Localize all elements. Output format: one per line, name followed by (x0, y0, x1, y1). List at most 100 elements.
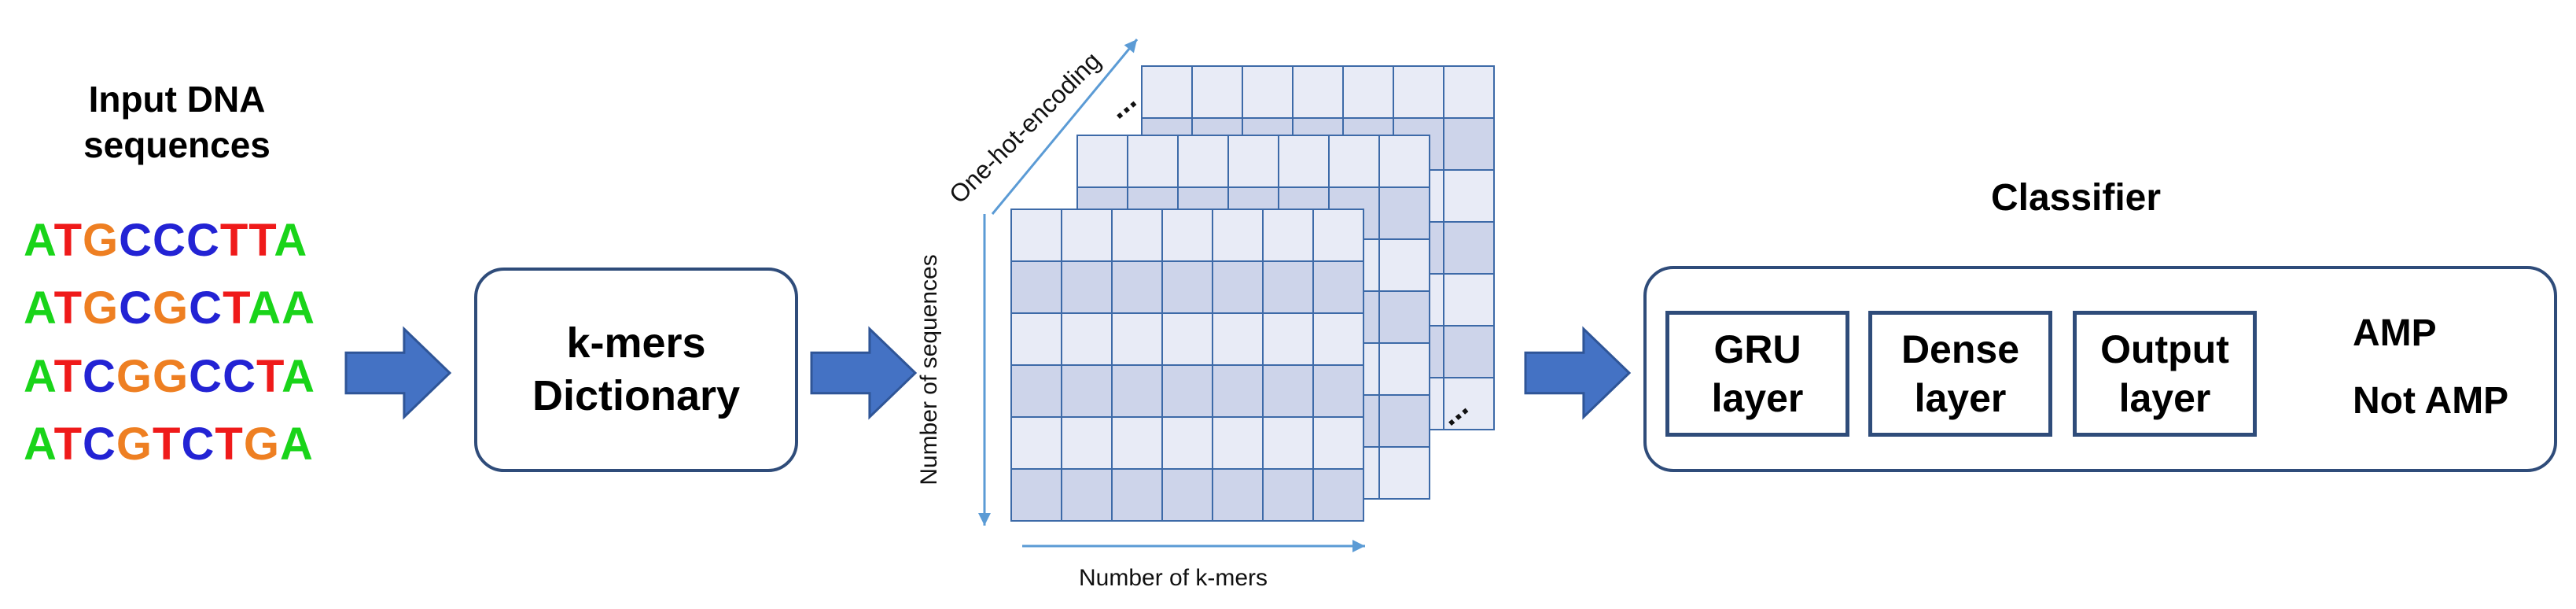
matrix-cell (1312, 364, 1364, 418)
matrix-cell (1242, 65, 1294, 119)
matrix-cell (1443, 377, 1495, 430)
base-A: A (24, 419, 54, 470)
base-C: C (186, 215, 220, 266)
base-G: G (116, 419, 153, 470)
matrix-cell (1212, 312, 1264, 366)
matrix-cell (1212, 260, 1264, 314)
base-G: G (243, 419, 280, 470)
depth-axis-arrow (991, 39, 1139, 215)
matrix-cell (1212, 416, 1264, 470)
matrix-cell (1312, 468, 1364, 522)
matrix-cell (1262, 312, 1314, 366)
base-C: C (119, 215, 153, 266)
matrix-layer-1 (1010, 209, 1364, 522)
base-G: G (153, 282, 190, 334)
sequence-2: ATGCGCTAA (24, 282, 315, 334)
matrix-cell (1312, 416, 1364, 470)
matrix-cell (1061, 416, 1113, 470)
matrix-cell (1010, 416, 1062, 470)
matrix-cell (1278, 135, 1330, 188)
base-G: G (153, 351, 190, 402)
matrix-cell (1212, 209, 1264, 262)
matrix-cell (1342, 65, 1394, 119)
matrix-cell (1076, 135, 1128, 188)
output-layer-box: Output layer (2073, 311, 2257, 437)
base-C: C (181, 419, 215, 470)
base-A: A (248, 282, 282, 334)
matrix-cell (1378, 238, 1430, 292)
base-C: C (119, 282, 153, 334)
sequence-1: ATGCCCTTA (24, 214, 307, 267)
output-line1: Output (2100, 327, 2229, 371)
matrix-cell (1161, 364, 1213, 418)
matrix-cell (1328, 135, 1380, 188)
base-G: G (116, 351, 153, 402)
base-A: A (274, 215, 308, 266)
number-of-sequences-label: Number of sequences (916, 254, 942, 485)
matrix-cell (1010, 312, 1062, 366)
matrix-cell (1061, 468, 1113, 522)
matrix-cell (1161, 312, 1213, 366)
matrix-cell (1061, 260, 1113, 314)
base-C: C (83, 351, 116, 402)
base-T: T (256, 351, 282, 402)
matrix-cell (1443, 325, 1495, 378)
classifier-title: Classifier (1990, 177, 2162, 219)
input-title: Input DNA sequences (24, 77, 330, 168)
base-A: A (282, 351, 315, 402)
matrix-cell (1111, 260, 1163, 314)
base-C: C (189, 351, 223, 402)
matrix-cell (1191, 65, 1243, 119)
matrix-cell (1111, 416, 1163, 470)
base-T: T (53, 419, 83, 470)
base-C: C (153, 215, 186, 266)
matrix-cell (1111, 468, 1163, 522)
output-line2: layer (2118, 376, 2211, 420)
dense-line1: Dense (1901, 327, 2020, 371)
matrix-cell (1443, 221, 1495, 275)
matrix-cell (1393, 65, 1444, 119)
base-A: A (24, 215, 54, 266)
matrix-cell (1262, 468, 1314, 522)
matrix-cell (1111, 209, 1163, 262)
matrix-cell (1212, 468, 1264, 522)
matrix-cell (1061, 209, 1113, 262)
base-T: T (53, 282, 83, 334)
depth-axis-arrow-head (1124, 39, 1137, 54)
input-title-line1: Input DNA (88, 79, 266, 120)
output-not-amp-label: Not AMP (2353, 380, 2509, 422)
matrix-cell (1443, 273, 1495, 327)
input-title-line2: sequences (83, 124, 270, 165)
matrix-cell (1161, 260, 1213, 314)
matrix-cell (1262, 416, 1314, 470)
matrix-cell (1312, 209, 1364, 262)
base-A: A (279, 419, 314, 470)
matrix-cell (1161, 209, 1213, 262)
matrix-cell (1378, 394, 1430, 448)
base-C: C (189, 282, 223, 334)
dense-line2: layer (1914, 376, 2007, 420)
matrix-cell (1111, 364, 1163, 418)
number-of-kmers-label: Number of k-mers (1079, 565, 1268, 591)
matrix-cell (1378, 135, 1430, 188)
matrix-cell (1312, 312, 1364, 366)
matrix-cell (1292, 65, 1344, 119)
base-T: T (223, 282, 248, 334)
matrix-cell (1443, 117, 1495, 171)
matrix-cell (1227, 135, 1279, 188)
matrix-cell (1378, 186, 1430, 240)
matrix-cell (1010, 364, 1062, 418)
matrix-cell (1127, 135, 1179, 188)
matrix-cell (1378, 290, 1430, 344)
kmers-line2: Dictionary (532, 372, 741, 419)
matrix-cell (1378, 342, 1430, 396)
matrix-cell (1161, 468, 1213, 522)
base-A: A (24, 351, 54, 402)
gru-line1: GRU (1713, 327, 1801, 371)
block-arrow-2 (810, 326, 918, 420)
matrix-cell (1010, 468, 1062, 522)
gru-layer-box: GRU layer (1665, 311, 1849, 437)
base-C: C (223, 351, 256, 402)
matrix-cell (1262, 209, 1314, 262)
